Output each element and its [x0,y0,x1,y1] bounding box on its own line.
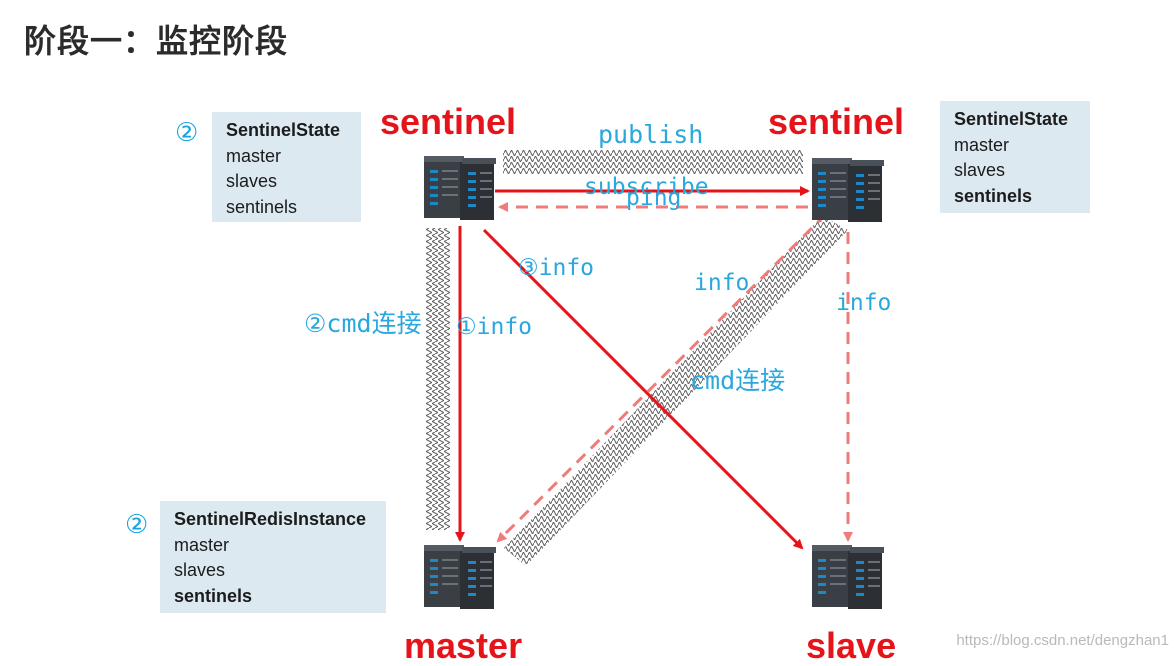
cmd-band-cross [504,216,848,566]
sentinel-right-label: sentinel [768,101,905,142]
box-line-bold: sentinels [174,585,253,606]
watermark: https://blog.csdn.net/dengzhan1 [956,632,1169,649]
box-line: slaves [954,160,1006,180]
cmd-connect-cross-label: cmd连接 [690,366,786,395]
box-line: master [226,145,282,166]
cmd-band-left [426,228,450,530]
box-line: sentinels [226,196,298,217]
info-right-label: info [836,290,892,316]
page-title: 阶段一：监控阶段 [24,22,289,60]
info-cross-arrow [496,212,828,543]
publish-label: publish [598,120,704,149]
info1-label: ①info [456,314,533,340]
step-marker-left-top: ② [175,118,199,148]
cmd-connect-left-label: ②cmd连接 [304,309,422,338]
sentinel-left-server-icon [424,156,496,220]
subscribe-label: subscribe [584,174,709,200]
sentinel-redis-instance-box: SentinelRedisInstance master slaves sent… [160,501,386,613]
box-line: slaves [226,171,278,191]
info3-label: ③info [518,255,595,281]
slave-server-icon [812,545,884,609]
info-cross-label: info [694,270,750,296]
box-header: SentinelRedisInstance [174,509,367,529]
box-line: master [174,534,230,555]
sentinel-right-server-icon [812,158,884,222]
sentinel-state-box-left: SentinelState master slaves sentinels [212,112,361,222]
pubsub-band [503,150,803,174]
sentinel-state-box-right: SentinelState master slaves sentinels [940,101,1090,213]
ping-label: ping [626,185,682,211]
master-label: master [404,625,523,666]
box-line: master [954,134,1010,155]
box-header: SentinelState [954,109,1069,129]
box-line: slaves [174,560,226,580]
step-marker-bottom-left: ② [125,510,149,540]
sentinel-left-label: sentinel [380,101,517,142]
box-line-bold: sentinels [954,185,1033,206]
slave-label: slave [806,625,897,666]
box-header: SentinelState [226,120,341,140]
master-server-icon [424,545,496,609]
info3-arrow [482,228,804,550]
